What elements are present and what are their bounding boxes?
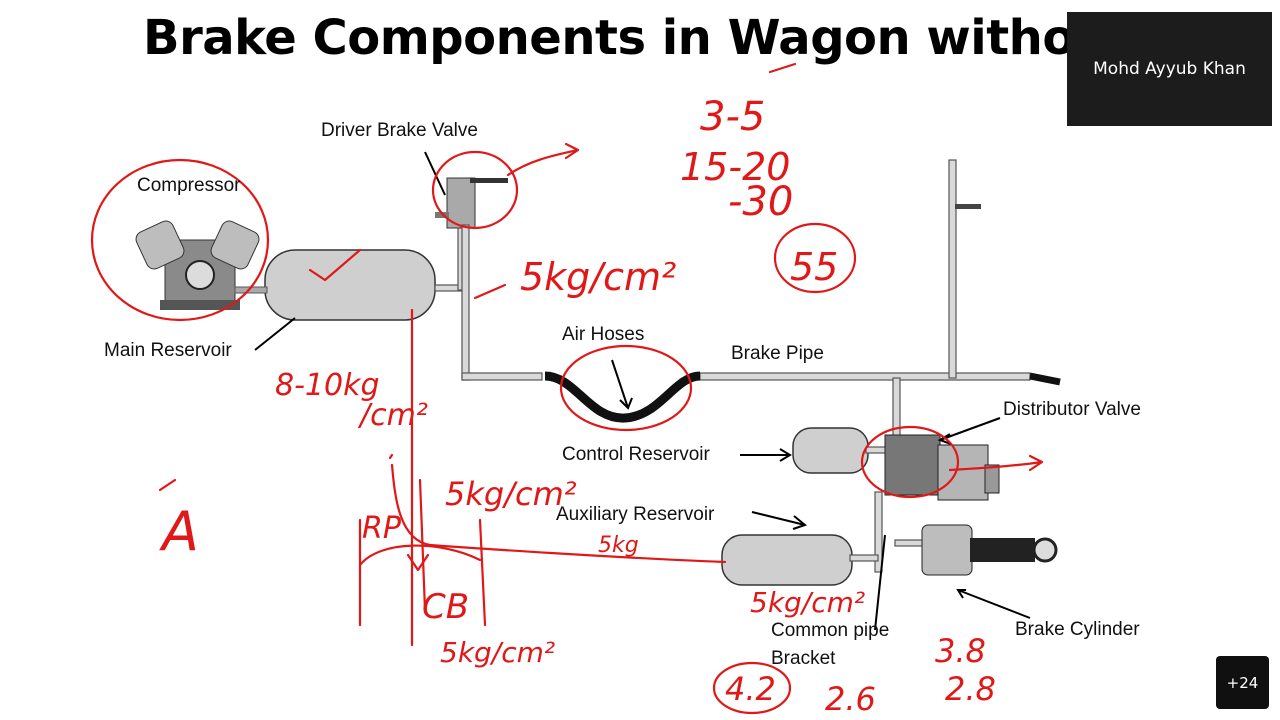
label-main-reservoir: Main Reservoir	[104, 340, 232, 361]
annotation-val-38: 3.8	[935, 632, 986, 670]
label-distributor-valve: Distributor Valve	[1003, 399, 1141, 420]
brake-cylinder-illustration	[894, 524, 1058, 576]
annotation-cb: CB	[422, 587, 469, 627]
annotation-val-28: 2.8	[945, 670, 996, 708]
label-control-reservoir: Control Reservoir	[562, 444, 710, 465]
participants-count: +24	[1226, 673, 1259, 692]
distributor-valve-illustration	[884, 434, 1000, 501]
main-reservoir-illustration	[234, 249, 436, 321]
annotation-time-4: 55	[790, 245, 838, 289]
annotation-bracket-pressure: 5kg/cm²	[750, 586, 865, 619]
label-air-hoses: Air Hoses	[562, 324, 645, 345]
presenter-name: Mohd Ayyub Khan	[1093, 59, 1246, 79]
label-brake-pipe: Brake Pipe	[731, 343, 824, 364]
slide-title: Brake Components in Wagon without	[143, 10, 1131, 66]
label-common-pipe: Common pipe	[771, 620, 890, 641]
annotation-cr-pressure: 5kg/cm²	[445, 475, 577, 513]
annotation-time-3: -30	[728, 179, 793, 225]
annotation-bp-pressure: 5kg/cm²	[520, 255, 676, 299]
driver-brake-valve-illustration	[435, 177, 508, 229]
annotation-val-26: 2.6	[825, 680, 876, 718]
red-ink-annotations	[90, 62, 1044, 715]
annotation-time-2: 15-20	[680, 145, 790, 189]
presenter-video-tile[interactable]: Mohd Ayyub Khan	[1067, 12, 1272, 126]
label-brake-cylinder: Brake Cylinder	[1015, 619, 1140, 640]
label-driver-brake-valve: Driver Brake Valve	[321, 120, 478, 141]
label-arrows	[254, 151, 1031, 631]
annotation-mr-pressure-2: /cm²	[357, 398, 428, 433]
auxiliary-reservoir-illustration	[721, 534, 853, 586]
label-bracket: Bracket	[771, 648, 836, 669]
label-compressor: Compressor	[137, 175, 241, 196]
participants-count-badge[interactable]: +24	[1216, 656, 1269, 709]
annotation-a: A	[159, 500, 199, 563]
control-reservoir-illustration	[792, 427, 869, 474]
annotation-mr-pressure-1: 8-10kg	[275, 368, 380, 403]
annotation-rp: RP	[362, 511, 402, 546]
annotation-cb-pressure: 5kg/cm²	[440, 636, 555, 669]
compressor-illustration	[135, 220, 260, 310]
annotation-ar-pressure: 5kg	[598, 533, 639, 558]
annotation-val-42: 4.2	[725, 670, 776, 708]
label-auxiliary-reservoir: Auxiliary Reservoir	[556, 504, 715, 525]
annotation-time-1: 3-5	[700, 94, 765, 140]
